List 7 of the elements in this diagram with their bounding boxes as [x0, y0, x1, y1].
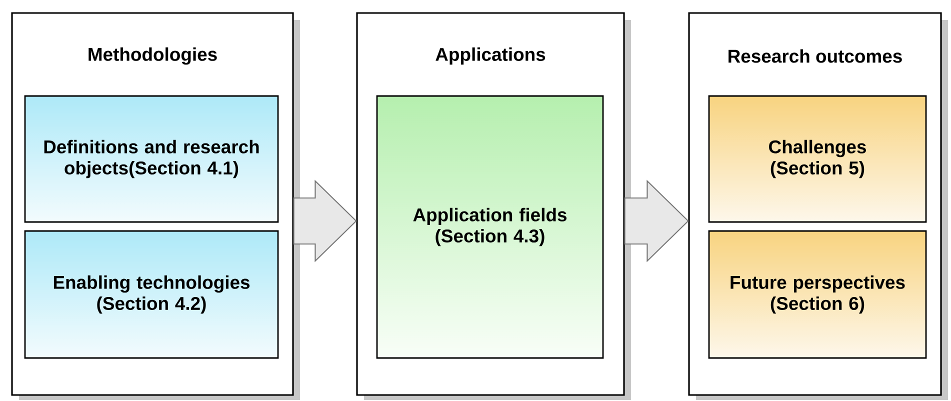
block-arrow [624, 180, 689, 262]
section-box: Future perspectives (Section 6) [708, 230, 927, 359]
section-box: Challenges (Section 5) [708, 95, 927, 223]
section-box: Definitions and research objects(Section 4.1) [24, 95, 279, 223]
section-box: Application fields (Section 4.3) [376, 95, 604, 359]
section-box: Enabling technologies (Section 4.2) [24, 230, 279, 359]
block-arrow [293, 180, 357, 262]
